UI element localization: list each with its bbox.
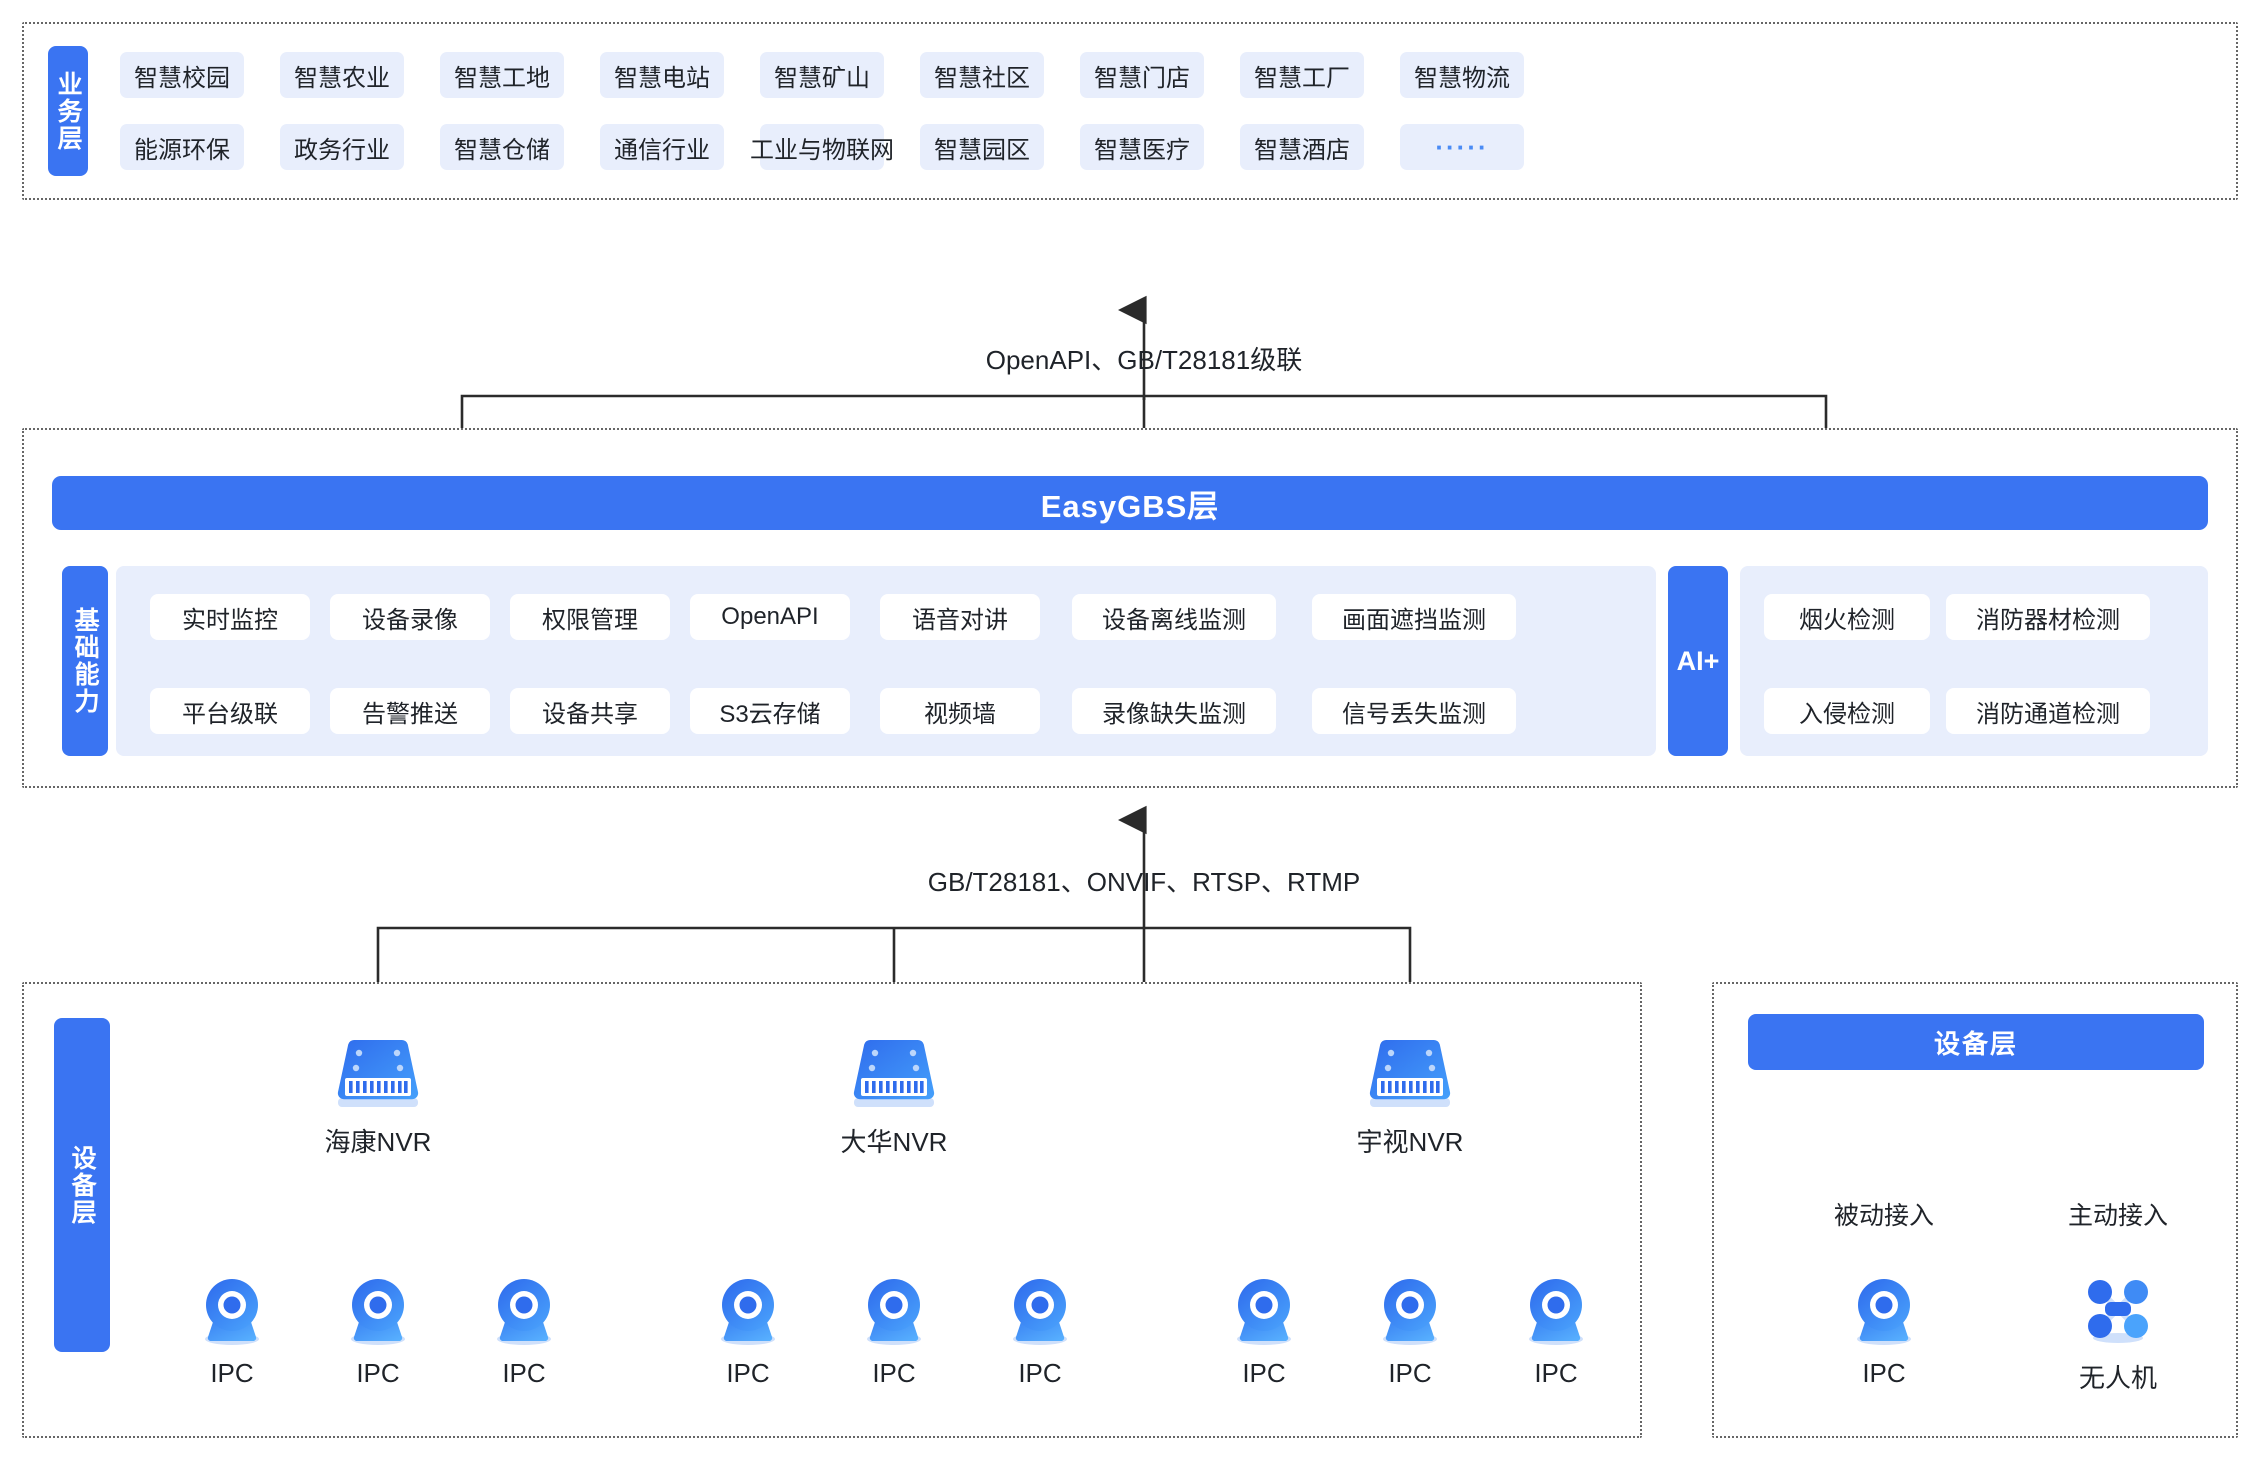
ipc-label: IPC <box>872 1358 916 1388</box>
ipc-label: IPC <box>1242 1358 1286 1388</box>
capability-chip[interactable]: 权限管理 <box>510 594 670 640</box>
access-mode-label: 被动接入 <box>1784 1196 1984 1232</box>
capability-chip[interactable]: 设备共享 <box>510 688 670 734</box>
nvr-label: 宇视NVR <box>1356 1127 1464 1157</box>
drone-node[interactable] <box>2078 1275 2158 1351</box>
capability-chip[interactable]: 实时监控 <box>150 594 310 640</box>
ipc-label: IPC <box>1018 1358 1062 1388</box>
business-chip[interactable]: 智慧园区 <box>920 124 1044 170</box>
ipc-node[interactable] <box>708 1275 788 1351</box>
nvr-icon <box>337 1040 419 1107</box>
camera-icon <box>721 1279 775 1345</box>
capability-chip[interactable]: OpenAPI <box>690 594 850 640</box>
camera-icon <box>1383 1279 1437 1345</box>
device-layer-right-bar: 设备层 <box>1748 1014 2204 1070</box>
ai-capability-chip[interactable]: 消防器材检测 <box>1946 594 2150 640</box>
camera-icon <box>205 1279 259 1345</box>
drone-icon <box>2088 1280 2148 1343</box>
capability-chip[interactable]: 录像缺失监测 <box>1072 688 1276 734</box>
business-chip[interactable]: 智慧酒店 <box>1240 124 1364 170</box>
nvr-node[interactable] <box>318 1032 438 1112</box>
business-chip[interactable]: 智慧仓储 <box>440 124 564 170</box>
business-chip[interactable]: 智慧校园 <box>120 52 244 98</box>
camera-icon <box>1013 1279 1067 1345</box>
nvr-node[interactable] <box>1350 1032 1470 1112</box>
capability-chip[interactable]: 信号丢失监测 <box>1312 688 1516 734</box>
basic-capability-tab: 基础能力 <box>62 566 108 756</box>
capability-chip[interactable]: S3云存储 <box>690 688 850 734</box>
nvr-icon <box>853 1040 935 1107</box>
business-chip[interactable]: 智慧工地 <box>440 52 564 98</box>
ipc-node[interactable] <box>192 1275 272 1351</box>
capability-chip[interactable]: 设备录像 <box>330 594 490 640</box>
ipc-label: IPC <box>356 1358 400 1388</box>
camera-icon <box>867 1279 921 1345</box>
business-layer-tab: 业务层 <box>48 46 88 176</box>
ipc-label: IPC <box>1862 1358 1906 1388</box>
ipc-node[interactable] <box>1224 1275 1304 1351</box>
connector-bottom-label: GB/T28181、ONVIF、RTSP、RTMP <box>927 867 1361 897</box>
camera-icon <box>1857 1279 1911 1345</box>
camera-icon <box>1529 1279 1583 1345</box>
business-chip[interactable]: 政务行业 <box>280 124 404 170</box>
business-chip[interactable]: 通信行业 <box>600 124 724 170</box>
ipc-node[interactable] <box>1370 1275 1450 1351</box>
ipc-node[interactable] <box>1516 1275 1596 1351</box>
capability-chip[interactable]: 告警推送 <box>330 688 490 734</box>
ipc-label: IPC <box>1534 1358 1578 1388</box>
ipc-node[interactable] <box>1844 1275 1924 1351</box>
nvr-label: 大华NVR <box>840 1127 948 1157</box>
device-layer-left-panel <box>22 982 1642 1438</box>
device-layer-left-tab: 设备层 <box>54 1018 110 1352</box>
capability-chip[interactable]: 视频墙 <box>880 688 1040 734</box>
capability-chip[interactable]: 设备离线监测 <box>1072 594 1276 640</box>
business-chip[interactable]: 智慧社区 <box>920 52 1044 98</box>
capability-chip[interactable]: 平台级联 <box>150 688 310 734</box>
business-chip[interactable]: 智慧工厂 <box>1240 52 1364 98</box>
drone-label: 无人机 <box>2078 1363 2157 1393</box>
access-mode-label: 主动接入 <box>2018 1196 2218 1232</box>
connector-top-label: OpenAPI、GB/T28181级联 <box>985 345 1303 375</box>
business-chip[interactable]: 工业与物联网 <box>750 124 894 170</box>
ipc-label: IPC <box>210 1358 254 1388</box>
ipc-label: IPC <box>726 1358 770 1388</box>
business-chip[interactable]: 智慧医疗 <box>1080 124 1204 170</box>
capability-chip[interactable]: 语音对讲 <box>880 594 1040 640</box>
nvr-node[interactable] <box>834 1032 954 1112</box>
ipc-node[interactable] <box>338 1275 418 1351</box>
ai-plus-tab: AI+ <box>1668 566 1728 756</box>
camera-icon <box>497 1279 551 1345</box>
ipc-label: IPC <box>1388 1358 1432 1388</box>
ipc-node[interactable] <box>1000 1275 1080 1351</box>
business-chip[interactable]: 能源环保 <box>120 124 244 170</box>
easygbs-title-bar: EasyGBS层 <box>52 476 2208 530</box>
business-chip[interactable]: 智慧门店 <box>1080 52 1204 98</box>
ipc-label: IPC <box>502 1358 546 1388</box>
camera-icon <box>1237 1279 1291 1345</box>
business-chip[interactable]: 智慧矿山 <box>760 52 884 98</box>
business-chip[interactable]: 智慧电站 <box>600 52 724 98</box>
nvr-label: 海康NVR <box>324 1127 432 1157</box>
ai-capability-chip[interactable]: 消防通道检测 <box>1946 688 2150 734</box>
ai-capability-chip[interactable]: 烟火检测 <box>1764 594 1930 640</box>
ai-capability-chip[interactable]: 入侵检测 <box>1764 688 1930 734</box>
capability-chip[interactable]: 画面遮挡监测 <box>1312 594 1516 640</box>
ipc-node[interactable] <box>854 1275 934 1351</box>
business-chip[interactable]: 智慧农业 <box>280 52 404 98</box>
ipc-node[interactable] <box>484 1275 564 1351</box>
business-chip[interactable]: 智慧物流 <box>1400 52 1524 98</box>
camera-icon <box>351 1279 405 1345</box>
business-layer-panel <box>22 22 2238 200</box>
nvr-icon <box>1369 1040 1451 1107</box>
business-chip-more[interactable]: ····· <box>1400 124 1524 170</box>
